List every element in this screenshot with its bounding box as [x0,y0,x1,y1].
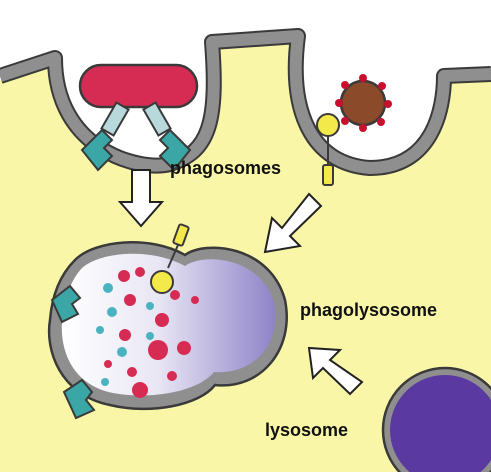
phagosomes-label: phagosomes [170,158,282,178]
down-arrow-icon [117,169,165,228]
yellow-receptor-inner [150,223,190,294]
receptor-left [80,101,130,172]
phagolysosome-label: phagolysosome [300,300,438,320]
vacuole-receptor-bottom [62,378,96,420]
yellow-receptor-top [316,113,340,186]
down-left-arrow-icon [263,192,323,254]
lysosome [381,366,491,472]
fragments [96,267,199,398]
vacuole-receptor-top [50,284,82,324]
lysosome-label: lysosome [265,420,349,440]
receptor-right [142,101,192,172]
virus-particle [335,74,392,132]
bacterium [78,63,199,109]
up-left-arrow-icon [307,346,364,396]
